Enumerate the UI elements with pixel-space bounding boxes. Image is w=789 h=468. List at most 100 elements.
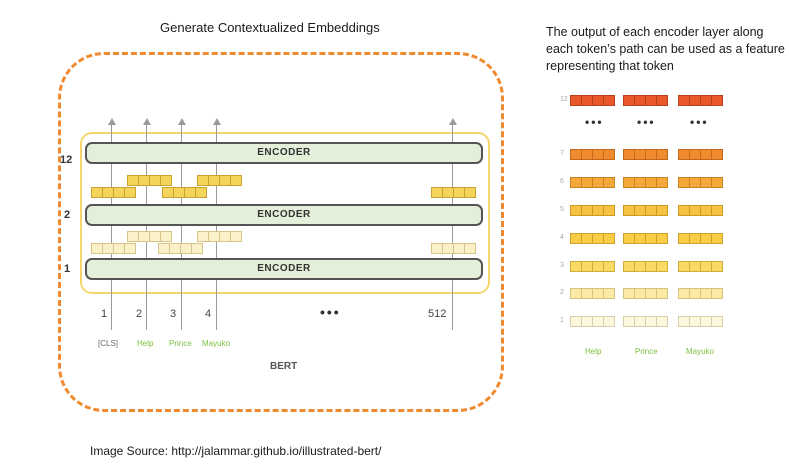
vector-cell — [160, 231, 172, 242]
embedding-vector — [127, 175, 172, 186]
vector-cell — [160, 175, 172, 186]
layer-1-vector — [623, 316, 668, 327]
vector-cell — [191, 243, 203, 254]
arrow-head-icon — [177, 118, 186, 125]
vector-cell — [603, 316, 615, 327]
vector-cell — [124, 187, 136, 198]
vector-cell — [711, 205, 723, 216]
vector-cell — [711, 261, 723, 272]
arrow-head-icon — [448, 118, 457, 125]
token-cls: [CLS] — [98, 339, 119, 348]
vector-cell — [711, 233, 723, 244]
vector-cell — [656, 233, 668, 244]
layers-ellipsis: ••• — [585, 115, 604, 129]
bert-dashed-frame — [58, 52, 504, 412]
right-layer-number-12: 12 — [560, 96, 568, 103]
layer-6-vector — [678, 177, 723, 188]
token-help: Help — [137, 339, 154, 348]
layer-7-vector — [623, 149, 668, 160]
token-path-line — [216, 124, 217, 330]
layers-ellipsis: ••• — [637, 115, 656, 129]
arrow-head-icon — [142, 118, 151, 125]
layer-12-vector — [570, 95, 615, 106]
position-512: 512 — [428, 308, 447, 320]
encoder-stack-frame — [80, 132, 490, 294]
layer-5-vector — [678, 205, 723, 216]
layers-ellipsis: ••• — [690, 115, 709, 129]
position-2: 2 — [136, 308, 143, 320]
layer-number-2: 2 — [64, 209, 71, 221]
token-prince: Prince — [169, 339, 192, 348]
right-token-help: Help — [585, 347, 602, 356]
vector-cell — [603, 149, 615, 160]
layer-3-vector — [570, 261, 615, 272]
positions-ellipsis: ••• — [320, 304, 341, 320]
right-layer-number-5: 5 — [560, 206, 564, 213]
feature-description: The output of each encoder layer along e… — [546, 25, 785, 73]
vector-cell — [603, 95, 615, 106]
vector-cell — [603, 177, 615, 188]
token-mayuko: Mayuko — [202, 339, 231, 348]
layer-4-vector — [623, 233, 668, 244]
right-layer-number-6: 6 — [560, 178, 564, 185]
position-1: 1 — [101, 308, 108, 320]
layer-12-vector — [678, 95, 723, 106]
embedding-vector — [158, 243, 203, 254]
embedding-vector — [91, 243, 136, 254]
right-layer-number-1: 1 — [560, 317, 564, 324]
vector-cell — [656, 149, 668, 160]
right-token-prince: Prince — [635, 347, 658, 356]
right-layer-number-2: 2 — [560, 289, 564, 296]
layer-2-vector — [570, 288, 615, 299]
layer-4-vector — [570, 233, 615, 244]
vector-cell — [711, 177, 723, 188]
position-3: 3 — [170, 308, 177, 320]
layer-1-vector — [570, 316, 615, 327]
encoder-layer-1: ENCODER — [85, 258, 483, 280]
vector-cell — [656, 95, 668, 106]
embedding-vector — [127, 231, 172, 242]
token-path-line — [181, 124, 182, 330]
vector-cell — [603, 205, 615, 216]
vector-cell — [230, 231, 242, 242]
arrow-head-icon — [212, 118, 221, 125]
encoder-layer-12: ENCODER — [85, 142, 483, 164]
embedding-vector — [91, 187, 136, 198]
right-layer-number-4: 4 — [560, 234, 564, 241]
layer-6-vector — [623, 177, 668, 188]
image-source-caption: Image Source: http://jalammar.github.io/… — [90, 444, 382, 458]
vector-cell — [656, 205, 668, 216]
token-path-line — [111, 124, 112, 330]
arrow-head-icon — [107, 118, 116, 125]
layer-6-vector — [570, 177, 615, 188]
layer-5-vector — [570, 205, 615, 216]
vector-cell — [195, 187, 207, 198]
vector-cell — [124, 243, 136, 254]
vector-cell — [711, 288, 723, 299]
layer-5-vector — [623, 205, 668, 216]
layer-number-1: 1 — [64, 263, 71, 275]
vector-cell — [711, 149, 723, 160]
layer-3-vector — [678, 261, 723, 272]
layer-2-vector — [623, 288, 668, 299]
layer-2-vector — [678, 288, 723, 299]
vector-cell — [603, 288, 615, 299]
vector-cell — [603, 233, 615, 244]
embedding-vector — [431, 187, 476, 198]
layer-12-vector — [623, 95, 668, 106]
vector-cell — [464, 187, 476, 198]
page-title: Generate Contextualized Embeddings — [160, 20, 380, 35]
vector-cell — [656, 288, 668, 299]
embedding-vector — [431, 243, 476, 254]
layer-3-vector — [623, 261, 668, 272]
bert-label: BERT — [270, 361, 298, 372]
embedding-vector — [162, 187, 207, 198]
layer-7-vector — [570, 149, 615, 160]
right-token-mayuko: Mayuko — [686, 347, 715, 356]
position-4: 4 — [205, 308, 212, 320]
vector-cell — [656, 316, 668, 327]
embedding-vector — [197, 175, 242, 186]
vector-cell — [711, 95, 723, 106]
right-layer-number-3: 3 — [560, 262, 564, 269]
layer-7-vector — [678, 149, 723, 160]
